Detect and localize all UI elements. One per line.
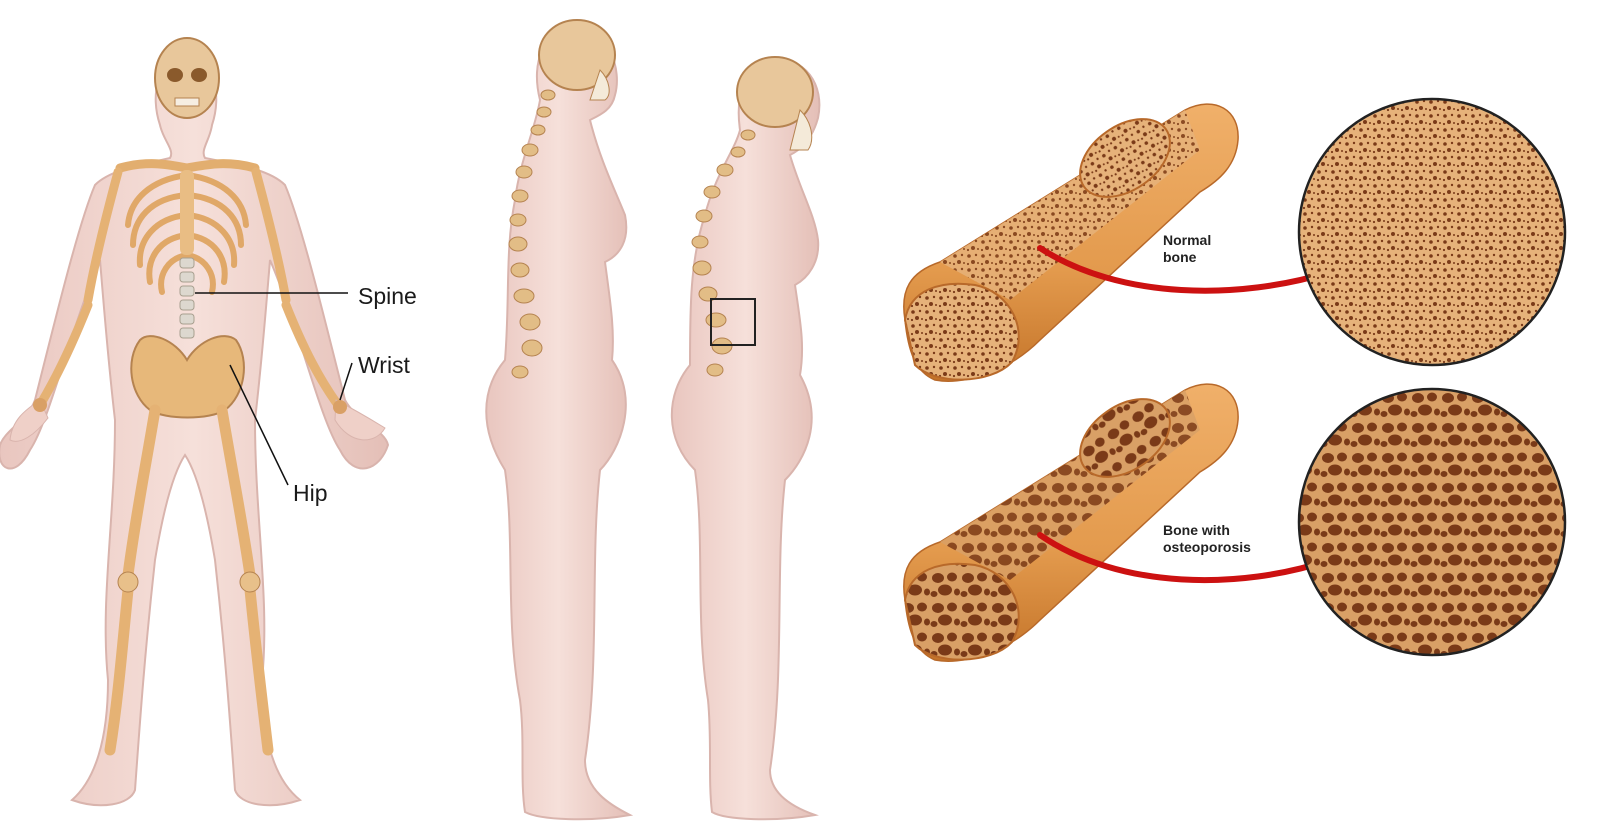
normal-bone-magnified (1299, 99, 1565, 365)
osteoporosis-bone-label: Bone with osteoporosis (1163, 522, 1273, 556)
wrist-label: Wrist (358, 352, 410, 379)
wrist-leader-line (340, 363, 352, 400)
osteoporosis-bone-label-line2: osteoporosis (1163, 539, 1273, 556)
front-body-figure (0, 38, 388, 805)
osteoporosis-bone-label-line1: Bone with (1163, 522, 1273, 539)
right-wrist-joint (333, 400, 347, 414)
spine-label: Spine (358, 283, 417, 310)
hip-label: Hip (293, 480, 328, 507)
sternum (180, 170, 194, 255)
osteoporosis-bone-magnified (1299, 389, 1565, 655)
left-wrist-joint (33, 398, 47, 412)
normal-bone-label-line2: bone (1163, 249, 1243, 266)
normal-posture-silhouette (486, 30, 630, 819)
normal-bone-label: Normal bone (1163, 232, 1243, 266)
normal-posture-figure (486, 20, 630, 819)
front-body-silhouette (0, 60, 388, 805)
osteoporosis-posture-silhouette (672, 59, 820, 819)
normal-bone-label-line1: Normal (1163, 232, 1243, 249)
osteoporosis-posture-figure (672, 57, 820, 819)
